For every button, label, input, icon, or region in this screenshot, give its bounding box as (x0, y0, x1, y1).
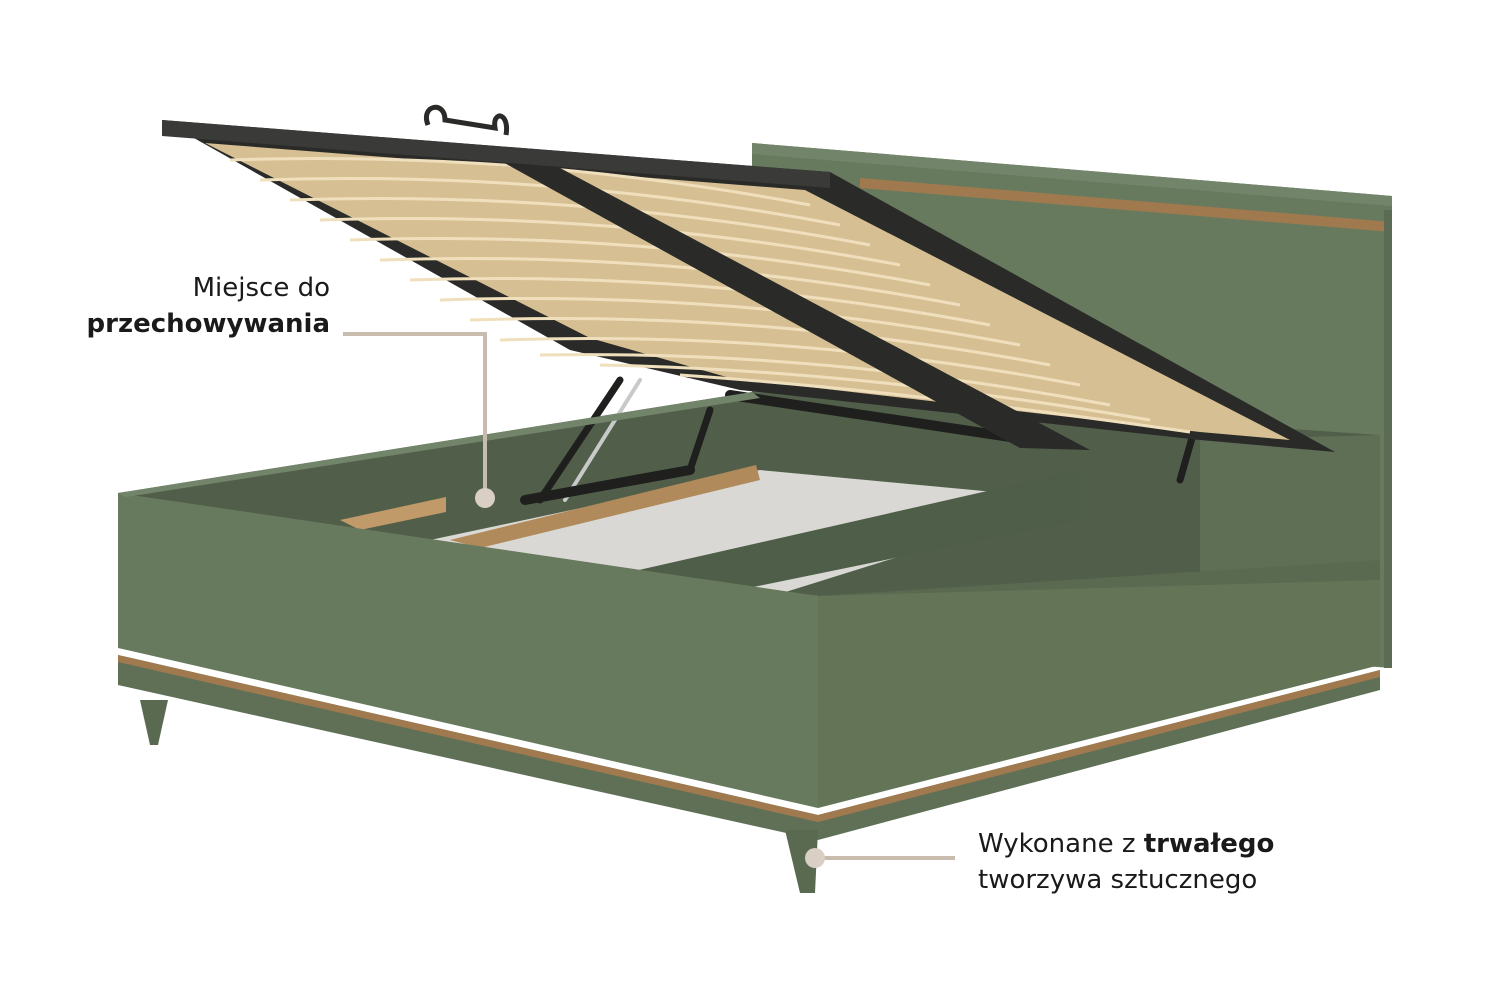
callout-material-bold: trwałego (1143, 829, 1275, 859)
lift-mechanism (520, 376, 1204, 505)
callout-storage-line1: Miejsce do (192, 273, 330, 303)
callout-connector-storage (343, 332, 495, 508)
callout-material-regular: Wykonane z (978, 829, 1144, 859)
callout-material: Wykonane z trwałego tworzywa sztucznego (978, 826, 1298, 898)
wood-crossbar-mid (450, 465, 760, 548)
slatted-frame (162, 104, 1335, 452)
lift-handle (423, 104, 510, 136)
bed-box-front (118, 392, 1380, 808)
leg-front-left (140, 700, 168, 745)
callout-storage-space: Miejsce do przechowywania (60, 270, 330, 342)
callout-storage-line2: przechowywania (86, 309, 330, 339)
wood-crossbar-left (340, 497, 446, 530)
callout-connector-material (805, 848, 955, 868)
callout-material-line2: tworzywa sztucznego (978, 865, 1258, 895)
bed-plinth (118, 655, 1380, 840)
leg-front-right (785, 830, 818, 893)
storage-divider (630, 470, 1080, 600)
